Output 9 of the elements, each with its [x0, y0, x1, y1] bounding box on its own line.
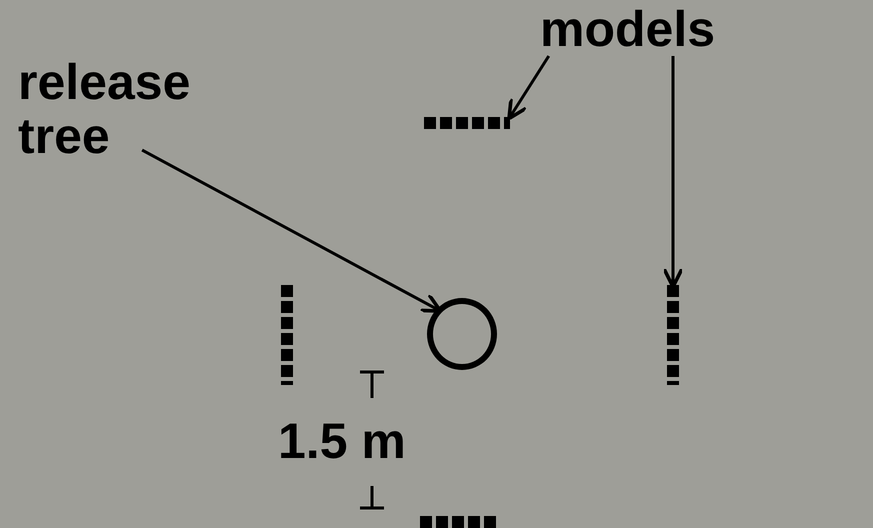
model-bar	[667, 285, 679, 385]
annotation-text: models	[540, 2, 716, 56]
dimension-label: 1.5 m	[278, 414, 406, 468]
annotation-text: release tree	[18, 55, 190, 163]
tree-circle	[427, 298, 497, 370]
arrow	[141, 148, 442, 313]
model-bar	[281, 285, 293, 385]
arrow	[507, 55, 550, 120]
model-bar	[424, 117, 510, 129]
